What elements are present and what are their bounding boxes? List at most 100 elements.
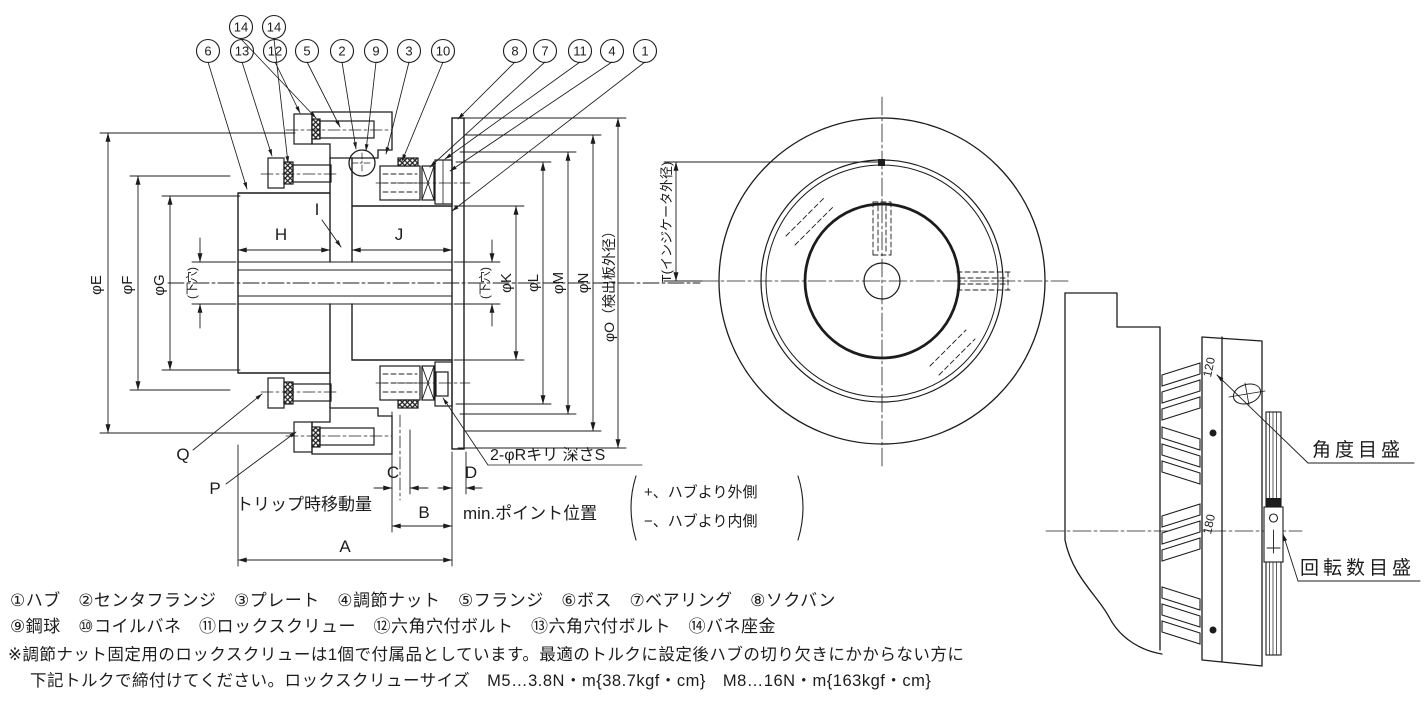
flange-bottom [311,407,393,455]
balloon-9: 9 [363,38,389,64]
adjust-nut-bottom [434,361,453,407]
balloon-13: 13 [229,38,255,64]
dim-phi-g: φG [151,274,168,295]
balloon-5-label: 5 [303,44,310,59]
dim-j: J [395,225,404,244]
balloon-9-label: 9 [372,44,379,59]
spring-washer-bottom [311,426,321,448]
hij-dimensions [237,219,453,253]
balloon-6-label: 6 [204,44,211,59]
drill-bolt [435,371,449,397]
dim-phi-o: φO（検出板外径） [601,224,617,342]
coil-spring-top [379,157,421,201]
dim-d: D [465,463,477,482]
spring-washer-top [311,118,321,140]
dim-pilot-left: (下穴) [184,267,199,299]
dim-phi-m: φM [550,272,567,294]
dim-phi-k: φK [498,273,515,293]
hub-circle [803,202,961,360]
callout-leaders [207,38,646,212]
balloon-1-label: 1 [641,44,648,59]
balloon-8-label: 8 [511,44,518,59]
balloon-1: 1 [632,38,658,64]
balloon-7: 7 [532,38,558,64]
side-label-leaders [1216,374,1421,582]
balloon-12-label: 12 [268,44,282,59]
cross-section-view: 14 14 6 13 12 5 2 9 3 10 8 7 11 4 1 [88,14,804,567]
hex-socket-bolt-top [285,113,393,145]
detection-plate [451,117,465,450]
dim-b: B [418,503,429,522]
balloon-11-label: 11 [573,44,587,59]
drill-note [442,397,643,466]
balloon-14b-label: 14 [267,20,281,35]
legend-line-2: ⑨鋼球 ⑩コイルバネ ⑪ロックスクリュー ⑫六角穴付ボルト ⑬六角穴付ボルト ⑭… [10,617,776,636]
hub-right-body [351,205,453,361]
balloon-4-label: 4 [608,44,615,59]
balloon-4: 4 [599,38,625,64]
indicator-strip [1263,411,1284,656]
side-view: 120 180 角度目盛 回転数目盛 [1045,292,1421,667]
oblong-mark [1228,382,1266,406]
flange-top [311,111,393,159]
dim-t: T(インジケータ外径) [659,162,674,283]
label-drill: 2-φRキリ 深さS [490,446,605,464]
balloon-14a-label: 14 [234,20,248,35]
label-angle-scale: 角度目盛 [1312,439,1404,461]
balloon-14b: 14 [261,14,287,40]
balloon-14a: 14 [228,14,254,40]
dim-phi-l: φL [525,274,542,292]
adjust-nut-top [434,159,453,205]
scale-mark-180: 180 [1200,513,1218,536]
balloon-3: 3 [396,38,422,64]
label-min-point-plus: +、ハブより外側 [644,483,757,501]
left-dimensions [99,132,296,434]
dim-h: H [275,225,287,244]
scale-dot-upper [1209,429,1217,437]
note-line-2: 下記トルクで締付けてください。ロックスクリューサイズ M5…3.8N・m{38.… [30,672,932,690]
dim-q: Q [176,445,189,464]
hex-socket-bolt-bottom [285,421,393,453]
dim-phi-e: φE [88,275,105,295]
hex-socket-bolt-left [260,157,339,189]
dim-p: P [209,479,220,498]
balloon-12: 12 [262,38,288,64]
hub-left-body [237,192,331,374]
balloon-3-label: 3 [405,44,412,59]
balloon-2-label: 2 [338,44,345,59]
spring-washer-lower-left [283,381,294,405]
front-view: T(インジケータ外径) [659,96,1069,468]
side-body [1201,336,1263,667]
balloon-6: 6 [195,38,221,64]
diagonal-slot-lower-right [929,329,976,376]
bottom-dimensions [237,411,483,567]
side-plate [1064,292,1163,655]
dim-i: I [315,200,320,219]
dim-phi-f: φF [119,276,136,295]
side-springs [1161,362,1201,645]
spring-washer-left [283,161,294,185]
label-trip-movement: トリップ時移動量 [236,495,372,514]
scale-dot-lower [1209,626,1217,634]
right-dimensions [453,117,627,449]
balloon-2: 2 [329,38,355,64]
balloon-11: 11 [567,38,593,64]
hex-socket-bolt-lower-left [260,377,339,409]
steel-ball [348,149,376,177]
dim-pilot-right: (下穴) [477,267,492,299]
tapped-hole-top [872,201,892,258]
tapped-hole-right [956,271,1011,291]
balloon-10-label: 10 [436,44,450,59]
min-point-parens [630,475,804,541]
coil-spring-bottom [379,365,421,409]
balloon-7-label: 7 [541,44,548,59]
label-min-point: min.ポイント位置 [463,504,597,523]
dim-phi-n: φN [575,273,592,294]
note-line-1: ※調節ナット固定用のロックスクリューは1個で付属品としています。最適のトルクに設… [8,646,965,664]
balloon-5: 5 [294,38,320,64]
balloon-8: 8 [502,38,528,64]
balloon-13-label: 13 [235,44,249,59]
label-min-point-minus: −、ハブより内側 [644,512,757,530]
